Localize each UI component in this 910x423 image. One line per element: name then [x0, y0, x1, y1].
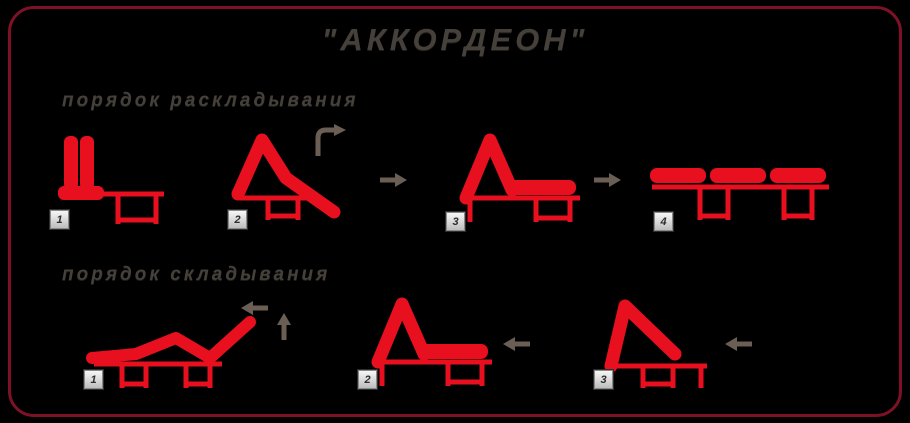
- step-number-label: 4: [660, 215, 667, 228]
- sofa-unfold-stage4-diagram: [650, 168, 829, 220]
- arrow-left-icon: [725, 337, 752, 351]
- arrow-right-icon: [380, 173, 407, 187]
- curved-arrow-icon: [315, 124, 346, 156]
- sofa-fold-stage1-diagram: [86, 316, 256, 388]
- step-number-fold-2: 2: [358, 370, 377, 389]
- step-number-label: 3: [600, 373, 607, 386]
- step-number-fold-1: 1: [84, 370, 103, 389]
- step-number-fold-3: 3: [594, 370, 613, 389]
- sofa-unfold-stage1-diagram: [58, 136, 164, 224]
- step-number-unfold-3: 3: [446, 212, 465, 231]
- step-number-label: 3: [452, 215, 459, 228]
- arrow-left-icon: [503, 337, 530, 351]
- step-number-unfold-4: 4: [654, 212, 673, 231]
- page-title: "АККОРДЕОН": [321, 22, 589, 57]
- sofa-fold-stage3-diagram: [604, 299, 707, 388]
- arrow-left-icon: [241, 301, 268, 315]
- arrow-up-icon: [277, 313, 291, 340]
- arrow-right-icon: [594, 173, 621, 187]
- sofa-unfold-stage2-diagram: [231, 133, 341, 220]
- unfold-section-label: порядок раскладывания: [62, 90, 359, 111]
- step-number-label: 1: [90, 373, 97, 386]
- fold-section-label: порядок складывания: [62, 264, 331, 285]
- step-number-unfold-2: 2: [228, 210, 247, 229]
- step-number-label: 2: [234, 213, 241, 226]
- sofa-fold-stage2-diagram: [371, 297, 492, 386]
- sofa-unfold-stage3-diagram: [459, 133, 580, 222]
- step-number-unfold-1: 1: [50, 210, 69, 229]
- step-number-label: 1: [56, 213, 63, 226]
- step-number-label: 2: [364, 373, 371, 386]
